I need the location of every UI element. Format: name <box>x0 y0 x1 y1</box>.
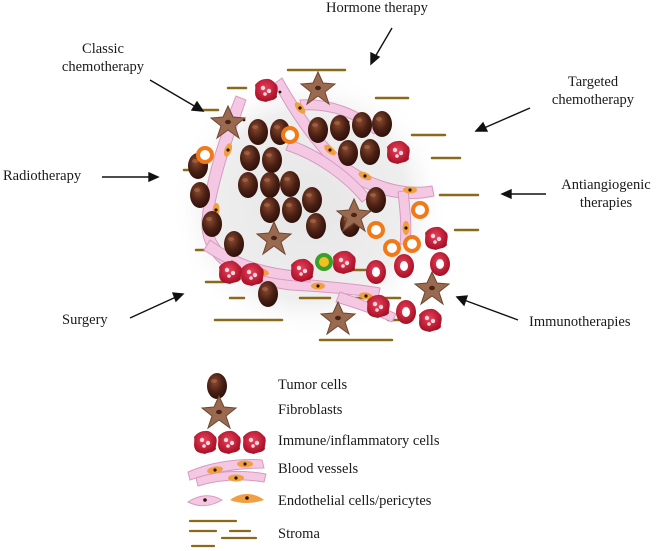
arrow-immunotherapies <box>455 295 519 321</box>
arrow-surgery <box>129 292 185 319</box>
label-targeted-chemotherapy: Targeted chemotherapy <box>538 73 648 109</box>
label-radiotherapy: Radiotherapy <box>3 168 82 184</box>
label-targeted-line2: chemotherapy <box>551 92 635 108</box>
green-cell <box>315 253 333 271</box>
legend-icons <box>187 373 267 548</box>
legend-label-immune-cells: Immune/inflammatory cells <box>278 433 440 449</box>
arrow-targeted-chemotherapy <box>474 107 531 132</box>
arrow-classic-chemotherapy <box>149 79 205 112</box>
label-antiangio-line1: Antiangiogenic <box>561 177 651 193</box>
legend-label-blood-vessels: Blood vessels <box>278 461 359 477</box>
label-targeted-line1: Targeted <box>567 74 619 90</box>
legend-immune-icon <box>194 430 266 454</box>
legend-endothelial-icon <box>187 494 264 507</box>
arrow-hormone-therapy <box>370 27 393 66</box>
label-classic-line2: chemotherapy <box>61 59 145 75</box>
therapy-arrows <box>102 27 546 321</box>
legend-stroma-icon <box>188 519 258 548</box>
label-classic-line1: Classic <box>82 41 124 57</box>
legend-label-tumor-cells: Tumor cells <box>278 377 348 393</box>
label-classic-chemotherapy: Classic chemotherapy <box>48 40 158 76</box>
arrow-antiangiogenic <box>500 188 546 200</box>
label-surgery: Surgery <box>62 312 108 328</box>
label-antiangiogenic-therapies: Antiangiogenic therapies <box>546 176 666 212</box>
label-hormone-therapy: Hormone therapy <box>326 0 428 16</box>
legend-tumor-icon <box>207 373 227 399</box>
legend-fibroblast-icon <box>201 395 237 429</box>
legend-label-fibroblasts: Fibroblasts <box>278 402 343 418</box>
label-immunotherapies: Immunotherapies <box>529 314 631 330</box>
label-antiangio-line2: therapies <box>579 195 633 211</box>
legend-blood-vessel-icon <box>187 459 267 487</box>
legend-label-stroma: Stroma <box>278 526 320 542</box>
arrow-radiotherapy <box>102 171 160 183</box>
legend-label-endothelial: Endothelial cells/pericytes <box>278 493 432 509</box>
